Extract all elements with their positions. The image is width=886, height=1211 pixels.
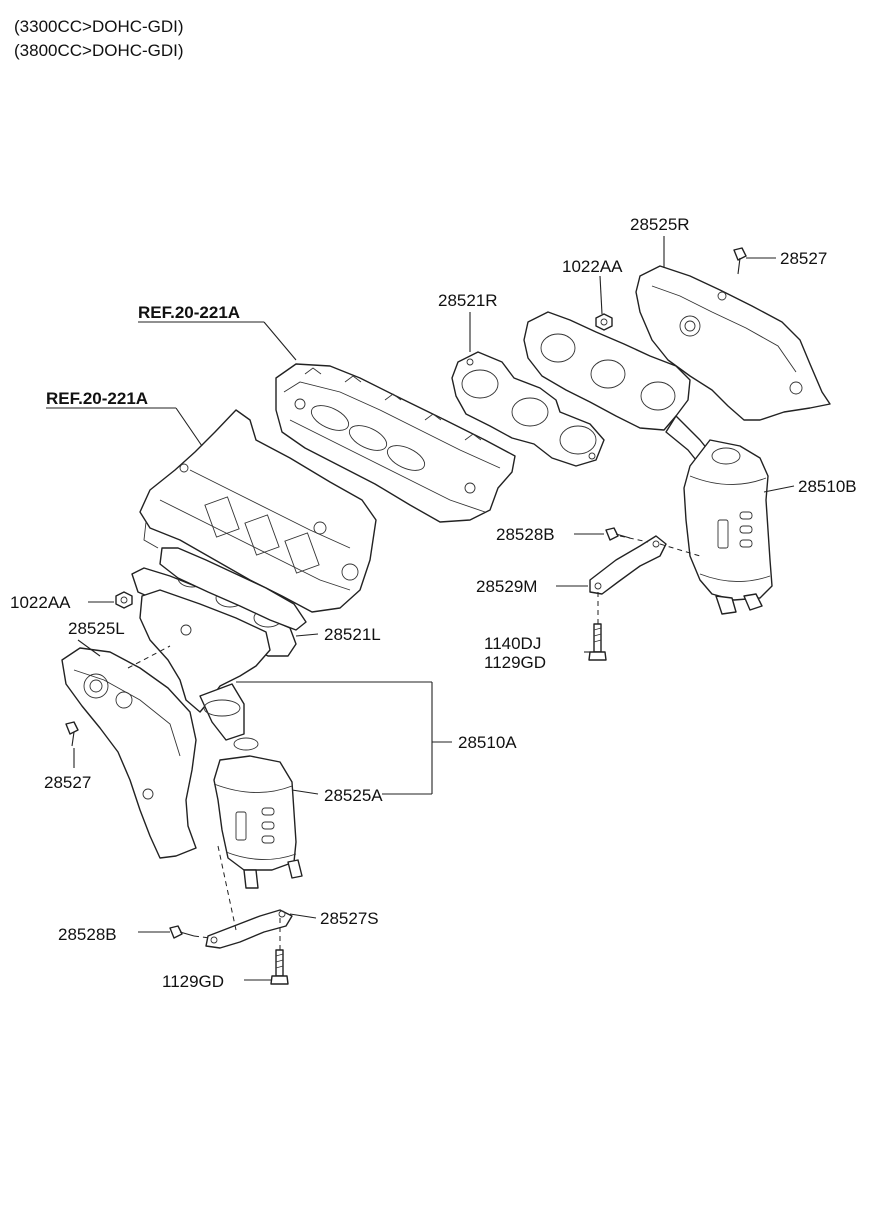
label-1129gd-left: 1129GD bbox=[162, 972, 224, 991]
catalytic-converter-left bbox=[213, 737, 303, 889]
label-28510b: 28510B bbox=[798, 477, 857, 496]
label-1129gd-right: 1129GD bbox=[484, 653, 546, 672]
bolt-28527-left bbox=[65, 721, 79, 747]
cylinder-head-upper bbox=[275, 363, 516, 523]
bolt-1129gd-left bbox=[270, 949, 289, 985]
heat-shield-right bbox=[635, 265, 831, 421]
heat-shield-left bbox=[61, 647, 197, 859]
label-28521l: 28521L bbox=[324, 625, 381, 644]
label-28525r: 28525R bbox=[630, 215, 690, 234]
ref-label-upper: REF.20-221A bbox=[138, 303, 240, 322]
label-28510a: 28510A bbox=[458, 733, 517, 752]
label-28527-left: 28527 bbox=[44, 773, 91, 792]
gasket-right bbox=[451, 351, 605, 467]
label-1022aa-left: 1022AA bbox=[10, 593, 71, 612]
label-28528b-left: 28528B bbox=[58, 925, 117, 944]
bolt-1140dj bbox=[588, 623, 607, 661]
bolt-28528b-left bbox=[169, 925, 195, 939]
assembly-dashed-lines bbox=[127, 535, 701, 950]
label-28529m: 28529M bbox=[476, 577, 537, 596]
bracket-28529m bbox=[589, 535, 667, 595]
label-28527s: 28527S bbox=[320, 909, 379, 928]
nut-1022aa-left bbox=[115, 591, 133, 609]
header-engine-3300cc: (3300CC>DOHC-GDI) bbox=[14, 17, 184, 36]
bolt-28527-right bbox=[733, 247, 747, 275]
label-28527-right: 28527 bbox=[780, 249, 827, 268]
ref-label-lower: REF.20-221A bbox=[46, 389, 148, 408]
gasket-left-inner bbox=[159, 547, 307, 631]
manifold-left bbox=[139, 589, 271, 741]
header-engine-3800cc: (3800CC>DOHC-GDI) bbox=[14, 41, 184, 60]
label-1022aa-right: 1022AA bbox=[562, 257, 623, 276]
bracket-28527s bbox=[205, 909, 293, 949]
nut-1022aa-right bbox=[595, 313, 613, 331]
catalytic-converter-right bbox=[683, 439, 773, 615]
label-28528b-right: 28528B bbox=[496, 525, 555, 544]
label-28525l: 28525L bbox=[68, 619, 125, 638]
label-28521r: 28521R bbox=[438, 291, 498, 310]
leader-lines bbox=[46, 236, 795, 981]
label-1140dj: 1140DJ bbox=[484, 634, 541, 653]
cylinder-head-lower bbox=[139, 409, 377, 613]
label-28525a: 28525A bbox=[324, 786, 383, 805]
bolt-28528b-right bbox=[605, 527, 631, 541]
